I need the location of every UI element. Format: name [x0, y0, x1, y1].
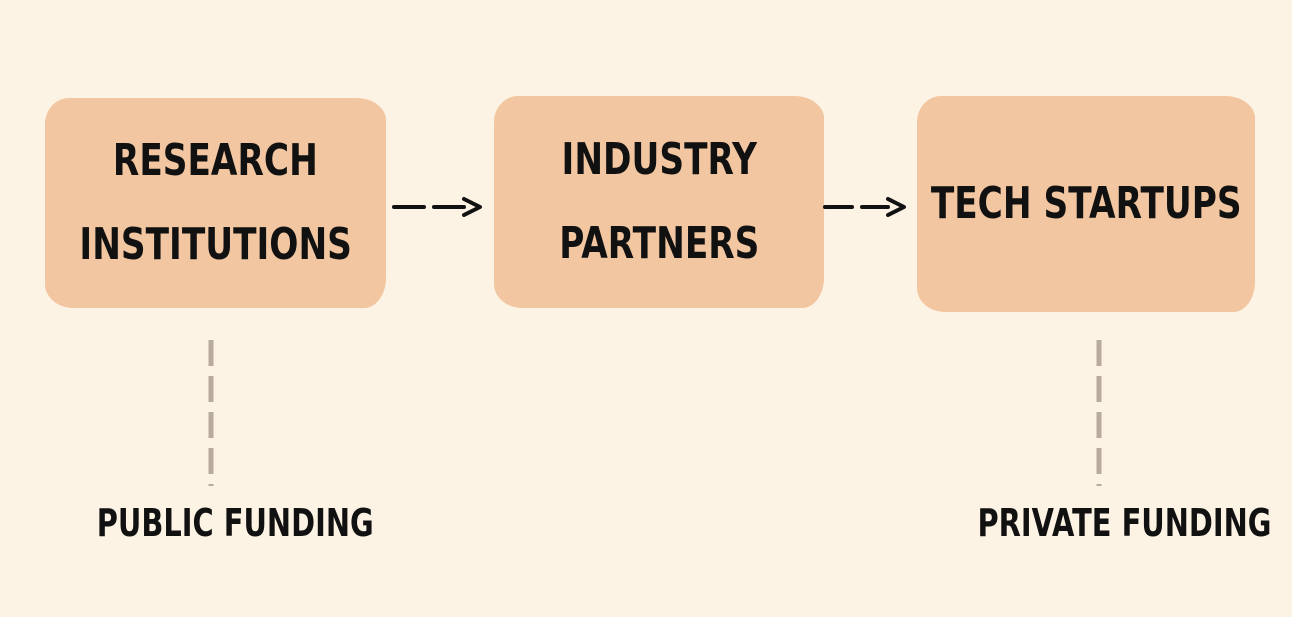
bottom-edge-strip [0, 617, 1292, 622]
node-industry-partners: INDUSTRY PARTNERS [494, 96, 824, 308]
node-startups-label: TECH STARTUPS [887, 174, 1285, 234]
arrow-industry-to-startups [823, 197, 906, 217]
node-tech-startups: TECH STARTUPS [917, 96, 1255, 312]
node-research-label: RESEARCH INSTITUTIONS [41, 119, 390, 287]
node-industry-label: INDUSTRY PARTNERS [531, 118, 788, 286]
annotation-private-funding: PRIVATE FUNDING [977, 501, 1272, 545]
node-research-institutions: RESEARCH INSTITUTIONS [45, 98, 386, 308]
arrow-research-to-industry [392, 197, 482, 217]
connector-public-funding [208, 340, 214, 486]
node-research-line-1: RESEARCH [113, 135, 318, 186]
node-industry-line-2: PARTNERS [558, 218, 760, 269]
node-research-line-2: INSTITUTIONS [79, 219, 352, 270]
connector-private-funding [1096, 340, 1102, 486]
annotation-public-funding: PUBLIC FUNDING [96, 501, 374, 545]
node-startups-line-1: TECH STARTUPS [930, 178, 1242, 229]
node-industry-line-1: INDUSTRY [561, 134, 757, 185]
